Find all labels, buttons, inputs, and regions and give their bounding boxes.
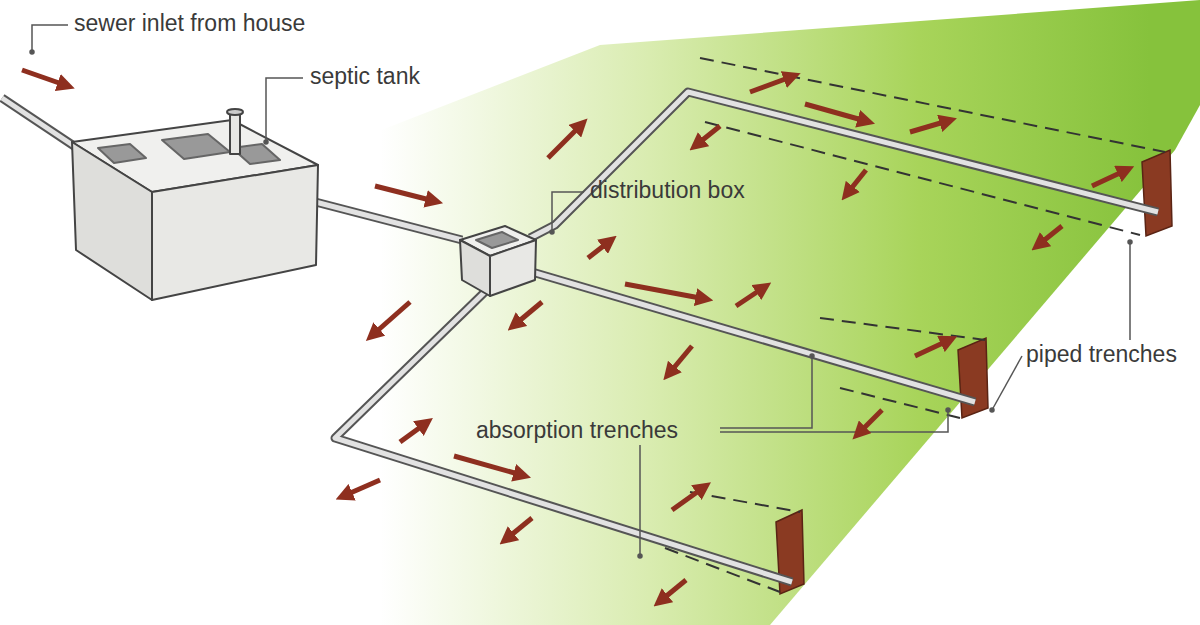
flow-arrows <box>22 70 1122 598</box>
flow-arrow <box>1092 172 1122 186</box>
flow-arrow <box>454 456 518 474</box>
flow-arrow <box>910 122 944 132</box>
flow-arrow <box>375 186 430 200</box>
flow-arrow <box>625 284 700 298</box>
flow-arrow <box>672 346 692 370</box>
part-label: sewer inlet from house <box>74 11 305 36</box>
flow-arrow <box>1042 226 1062 242</box>
pipes <box>2 92 1158 582</box>
flow-arrow <box>22 70 62 84</box>
flow-arrow <box>664 580 686 598</box>
flow-arrow <box>510 518 532 536</box>
flow-arrow <box>915 342 945 356</box>
flow-arrow <box>850 170 866 190</box>
part-label: distribution box <box>590 178 745 203</box>
flow-arrow <box>376 302 410 332</box>
trench-edges <box>665 58 1165 592</box>
flow-arrow <box>400 426 422 442</box>
part-label: septic tank <box>310 64 420 89</box>
flow-arrow <box>548 128 578 158</box>
flow-arrow <box>348 480 380 494</box>
flow-arrow <box>672 490 700 510</box>
flow-arrow <box>588 244 606 258</box>
septic-tank <box>72 109 318 300</box>
flow-arrow <box>518 302 542 322</box>
part-label: piped trenches <box>1026 342 1177 367</box>
distribution-box <box>460 226 536 296</box>
trench-section <box>1142 150 1172 236</box>
flow-arrow <box>805 104 862 120</box>
flow-arrow <box>862 410 882 430</box>
flow-arrow <box>750 78 788 92</box>
flow-arrow <box>700 126 720 142</box>
part-label: absorption trenches <box>476 418 678 443</box>
ground-surface <box>330 0 1200 625</box>
flow-arrow <box>736 290 760 306</box>
leader-lines <box>30 25 1132 558</box>
